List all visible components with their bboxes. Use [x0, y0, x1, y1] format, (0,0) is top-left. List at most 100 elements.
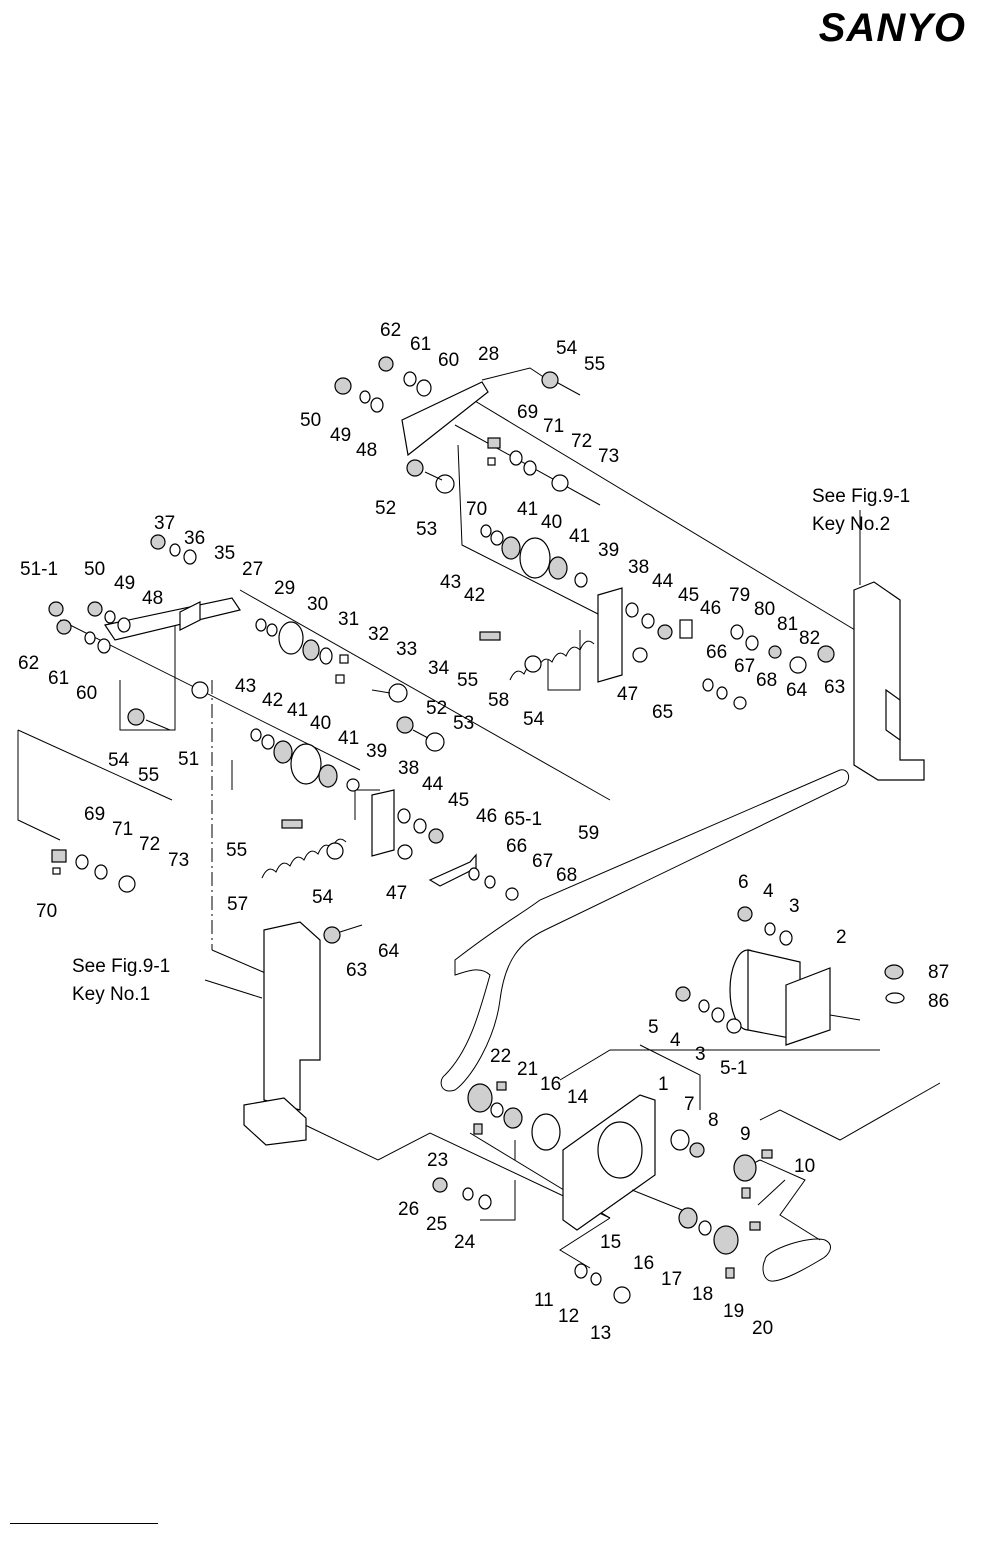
part-callout-45: 45 — [448, 790, 469, 811]
part-callout-55: 55 — [457, 670, 478, 691]
part-callout-18: 18 — [692, 1284, 713, 1305]
part-callout-44: 44 — [422, 774, 444, 795]
part-callout-53: 53 — [453, 713, 474, 734]
part-callout-20: 20 — [752, 1318, 773, 1339]
part-callout-59: 59 — [578, 823, 599, 844]
part-callout-58: 58 — [488, 690, 509, 711]
part-callout-66: 66 — [706, 642, 727, 663]
upper-plate — [401, 381, 489, 457]
spring-58 — [509, 640, 595, 681]
part-callout-44: 44 — [652, 571, 674, 592]
hardware-parts — [48, 356, 905, 1304]
timing-belt-59 — [440, 769, 850, 1092]
part-callout-3: 3 — [695, 1044, 706, 1065]
part-callout-70: 70 — [36, 901, 57, 922]
part-callout-15: 15 — [600, 1232, 621, 1253]
part-callout-38: 38 — [628, 557, 649, 578]
part-callout-73: 73 — [598, 446, 619, 467]
part-callout-47: 47 — [617, 684, 638, 705]
part-callout-54: 54 — [312, 887, 334, 908]
part-callout-79: 79 — [729, 585, 750, 606]
part-callout-41: 41 — [517, 499, 538, 520]
part-callout-28: 28 — [478, 344, 499, 365]
part-callout-5: 5 — [648, 1017, 659, 1038]
ref-key-1-line-2: Key No.1 — [72, 984, 150, 1005]
part-callout-42: 42 — [262, 690, 283, 711]
left-frame-panel — [263, 921, 321, 1111]
part-callout-46: 46 — [476, 806, 497, 827]
part-callout-21: 21 — [517, 1059, 538, 1080]
part-callout-86: 86 — [928, 991, 949, 1012]
part-callout-39: 39 — [598, 540, 619, 561]
part-callout-14: 14 — [567, 1087, 589, 1108]
motor — [729, 949, 861, 1046]
part-callout-48: 48 — [356, 440, 377, 461]
bracket-38-upper — [597, 587, 623, 683]
part-callout-3: 3 — [789, 896, 800, 917]
part-callout-5-1: 5-1 — [720, 1058, 747, 1079]
part-callout-2: 2 — [836, 927, 847, 948]
part-callout-41: 41 — [287, 700, 308, 721]
sanyo-logo: SANYO — [818, 6, 966, 50]
part-callout-22: 22 — [490, 1046, 511, 1067]
part-callout-55: 55 — [226, 840, 247, 861]
part-callout-53: 53 — [416, 519, 437, 540]
part-callout-43: 43 — [235, 676, 256, 697]
part-callout-49: 49 — [330, 425, 351, 446]
left-frame-foot — [243, 1097, 307, 1146]
part-callout-51: 51 — [178, 749, 199, 770]
part-callout-72: 72 — [571, 431, 592, 452]
part-callout-54: 54 — [108, 750, 130, 771]
reference-caption-key-1: See Fig.9-1 Key No.1 — [72, 956, 170, 1005]
part-callout-55: 55 — [584, 354, 605, 375]
part-callout-57: 57 — [227, 894, 248, 915]
part-callout-65-1: 65-1 — [504, 809, 542, 830]
part-callout-81: 81 — [777, 614, 798, 635]
right-frame-panel — [853, 581, 925, 781]
part-callout-40: 40 — [541, 512, 562, 533]
mounting-brackets — [104, 381, 925, 1282]
part-callout-68: 68 — [756, 670, 777, 691]
part-callout-67: 67 — [734, 656, 755, 677]
part-callout-9: 9 — [740, 1124, 751, 1145]
part-callout-27: 27 — [242, 559, 263, 580]
part-callout-40: 40 — [310, 713, 331, 734]
part-callout-16: 16 — [633, 1253, 654, 1274]
part-callout-45: 45 — [678, 585, 699, 606]
part-callout-4: 4 — [763, 881, 774, 902]
part-callout-4: 4 — [670, 1030, 681, 1051]
part-callout-11: 11 — [534, 1290, 554, 1311]
bracket-38-lower — [371, 789, 395, 857]
part-callout-24: 24 — [454, 1232, 476, 1253]
part-callout-52: 52 — [426, 698, 447, 719]
part-callout-71: 71 — [112, 819, 133, 840]
part-callout-30: 30 — [307, 594, 328, 615]
part-callout-47: 47 — [386, 883, 407, 904]
part-callout-72: 72 — [139, 834, 160, 855]
part-callout-42: 42 — [464, 585, 485, 606]
part-callout-64: 64 — [378, 941, 400, 962]
part-callout-62: 62 — [380, 320, 401, 341]
part-callout-29: 29 — [274, 578, 295, 599]
part-callout-38: 38 — [398, 758, 419, 779]
part-callout-69: 69 — [84, 804, 105, 825]
part-callout-61: 61 — [48, 668, 69, 689]
part-callout-37: 37 — [154, 513, 175, 534]
part-callout-8: 8 — [708, 1110, 719, 1131]
part-callout-36: 36 — [184, 528, 205, 549]
part-callout-62: 62 — [18, 653, 39, 674]
part-callout-12: 12 — [558, 1306, 579, 1327]
part-callout-17: 17 — [661, 1269, 682, 1290]
part-callout-31: 31 — [338, 609, 359, 630]
part-callout-55: 55 — [138, 765, 159, 786]
part-callout-19: 19 — [723, 1301, 744, 1322]
part-callout-23: 23 — [427, 1150, 448, 1171]
part-callout-51-1: 51-1 — [20, 559, 58, 580]
reference-caption-key-2: See Fig.9-1 Key No.2 — [812, 486, 910, 535]
part-callout-43: 43 — [440, 572, 461, 593]
part-callout-26: 26 — [398, 1199, 419, 1220]
footer-rule — [10, 1523, 158, 1524]
timing-belt-20 — [762, 1238, 831, 1282]
